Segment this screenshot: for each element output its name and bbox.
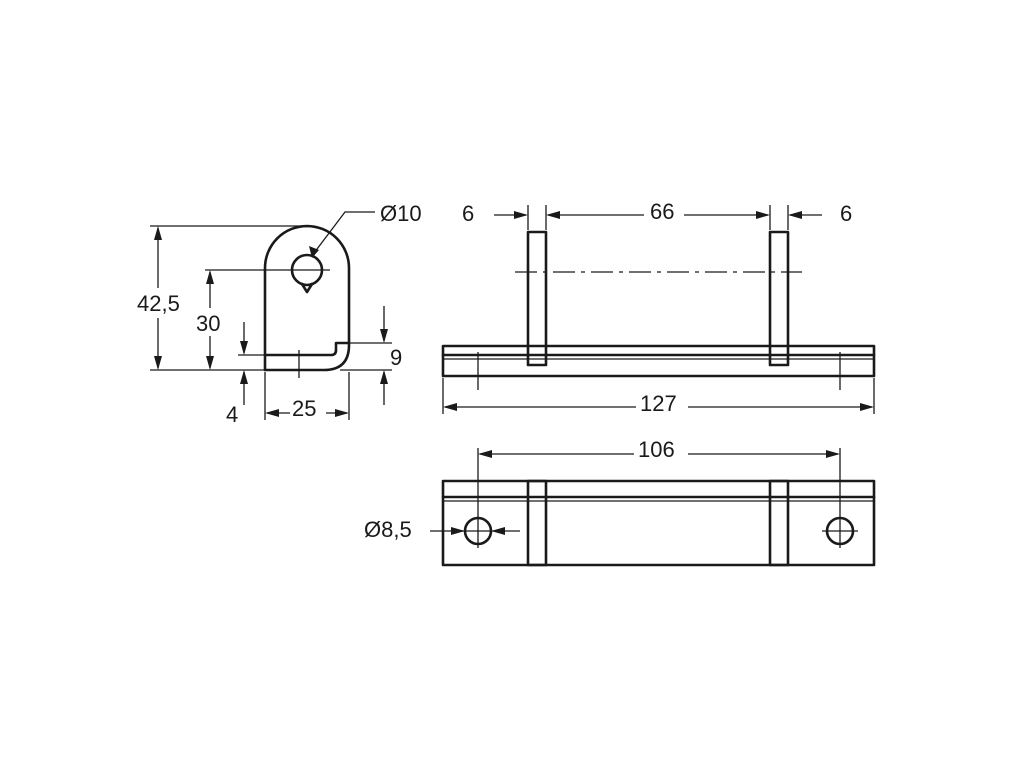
diameter-8-5-arrow-right — [491, 527, 505, 535]
dim-66-label: 66 — [650, 199, 674, 224]
dim-6-right-label: 6 — [840, 201, 852, 226]
front-leg-right — [768, 230, 790, 367]
dim-66-arrow-right — [756, 211, 770, 219]
side-inner-line — [263, 341, 351, 357]
dim-6-right-arrow — [788, 211, 802, 219]
dim-42-5-label: 42,5 — [137, 291, 180, 316]
front-base — [441, 344, 876, 378]
dim-6-left-arrow — [514, 211, 528, 219]
dim-30-arrow-top — [206, 270, 214, 284]
diameter-10-arrow — [309, 246, 319, 258]
diameter-10-label: Ø10 — [380, 201, 422, 226]
dim-106-arrow-right — [826, 450, 840, 458]
dim-4-label: 4 — [226, 402, 238, 427]
dim-6-left-label: 6 — [462, 201, 474, 226]
dim-106-arrow-left — [478, 450, 492, 458]
side-hole-notch — [300, 282, 314, 294]
diameter-8-5-label: Ø8,5 — [364, 517, 412, 542]
dim-9-arrow-top — [380, 329, 388, 343]
dim-42-5-arrow-bottom — [154, 356, 162, 370]
top-leg-right — [768, 479, 790, 567]
front-leg-left — [526, 230, 548, 367]
top-leg-left — [526, 479, 548, 567]
top-base — [441, 479, 876, 567]
dim-4-arrow-top — [240, 341, 248, 355]
diameter-10-leader — [313, 211, 375, 254]
dim-30-label: 30 — [196, 311, 220, 336]
dim-30-arrow-bottom — [206, 356, 214, 370]
dim-4-arrow-bottom — [240, 370, 248, 384]
dim-42-5-arrow-top — [154, 226, 162, 240]
dim-9-label: 9 — [390, 345, 402, 370]
dim-66-arrow-left — [546, 211, 560, 219]
dim-127-arrow-left — [443, 403, 457, 411]
side-profile — [263, 224, 351, 372]
dim-106-label: 106 — [638, 437, 675, 462]
dim-9-arrow-bottom — [380, 370, 388, 384]
side-view: Ø10 42,5 30 4 25 — [136, 201, 422, 427]
front-view: 6 66 6 127 — [441, 196, 876, 418]
dim-25-arrow-right — [335, 409, 349, 417]
dim-127-arrow-right — [860, 403, 874, 411]
dim-25-label: 25 — [292, 396, 316, 421]
top-view: 106 Ø8,5 — [362, 436, 876, 567]
diameter-8-5-arrow-left — [451, 527, 465, 535]
dim-127-label: 127 — [640, 391, 677, 416]
dim-25-arrow-left — [265, 409, 279, 417]
